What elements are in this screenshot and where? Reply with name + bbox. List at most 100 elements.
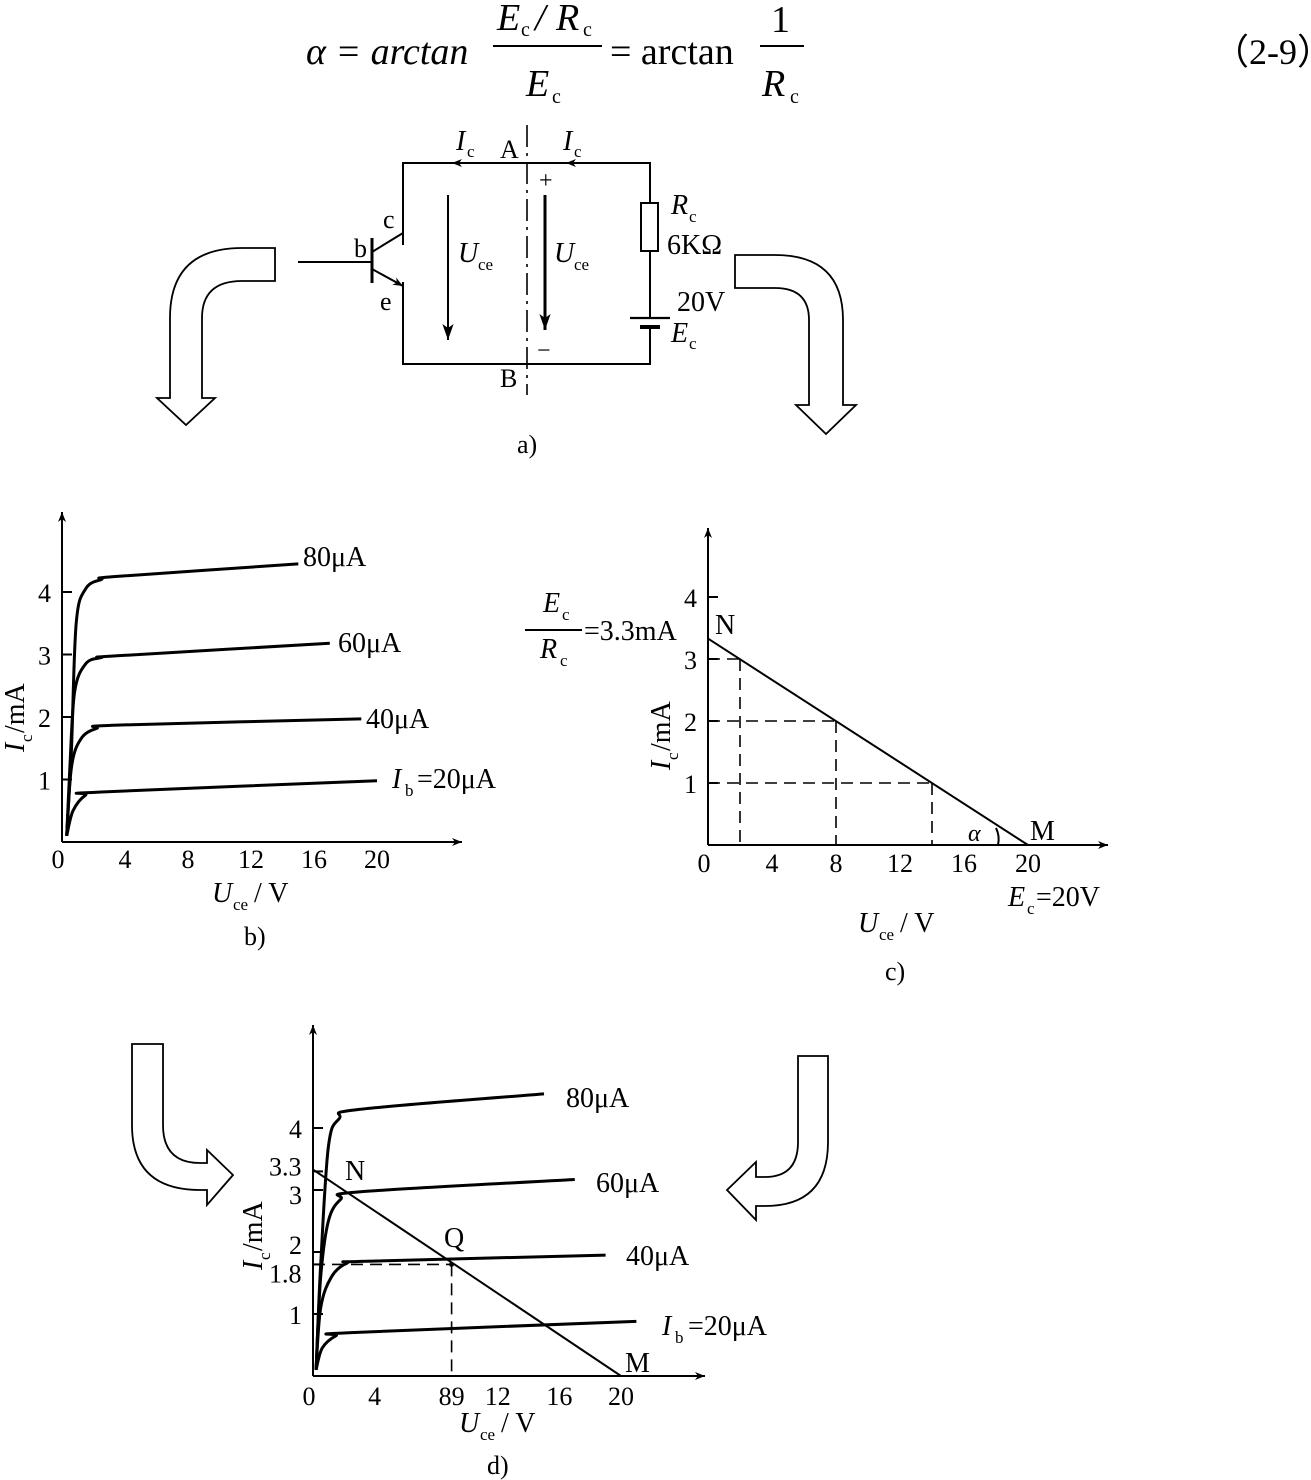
chart-c-ec-e: E <box>1007 882 1025 913</box>
chart-d-ib-label: I <box>661 1311 673 1342</box>
chart-c-y-label-sub: c <box>663 752 682 760</box>
chart-c-frac-r: R <box>539 634 557 665</box>
node-b-label: B <box>500 364 517 393</box>
chart-d-load-line <box>312 1168 622 1377</box>
uce-right-sub: ce <box>574 255 589 274</box>
chart-d-curve-label-40: 40μA <box>626 1241 690 1272</box>
circuit-diagram: I c A I c + − B c b e U ce U ce R c 6KΩ … <box>298 125 725 459</box>
equation-num-r-sub: c <box>583 19 592 41</box>
chart-c-frac-value: =3.3mA <box>584 616 678 647</box>
equation-lhs: α = arctan <box>306 31 468 73</box>
chart-d-curve-label-80: 80μA <box>566 1083 630 1114</box>
chart-d-y-tick-label-5: 4 <box>289 1115 302 1144</box>
chart-d-x-label-unit: / V <box>501 1408 536 1439</box>
chart-b-curve-1 <box>65 641 330 836</box>
ic-left-sub: c <box>467 142 475 161</box>
chart-c-y-tick-label-0: 1 <box>684 770 697 799</box>
chart-d-y-label-sub: c <box>255 1252 274 1260</box>
chart-c-load-line <box>707 637 1029 846</box>
chart-b-ib-sub: b <box>405 781 414 800</box>
chart-c-x-tick-label-1: 4 <box>766 849 779 878</box>
ic-left-label: I <box>455 126 467 157</box>
equation-num-e: E <box>496 0 520 39</box>
chart-d-y-tick-label-2: 2 <box>289 1231 302 1260</box>
equation-den2-r: R <box>761 63 785 105</box>
rc-value: 6KΩ <box>667 230 722 261</box>
rc-label: R <box>670 190 688 221</box>
chart-d-y-label: I c /mA <box>238 1200 274 1271</box>
chart-c-x-tick-label-0: 0 <box>698 849 711 878</box>
chart-b-y-tick-label-2: 3 <box>38 642 51 671</box>
chart-b-curve-3 <box>65 779 378 837</box>
chart-d-x-tick-label-5: 20 <box>608 1382 634 1411</box>
chart-d-q-point <box>449 1261 455 1267</box>
chart-d-curve-label-20: =20μA <box>688 1311 768 1342</box>
chart-b-x-tick-label-0: 0 <box>52 845 65 874</box>
hollow-arrow-bottom-right <box>725 1055 829 1223</box>
chart-d-ib-sub: b <box>675 1328 684 1347</box>
equation-num-e-sub: c <box>521 19 530 41</box>
chart-c-frac-e-sub: c <box>562 605 570 624</box>
equation-2-9: α = arctan E c / R c E c = arctan 1 R c … <box>306 0 1311 108</box>
equation-number: （2-9） <box>1213 32 1311 72</box>
chart-b-curve-label-60: 60μA <box>338 628 402 659</box>
chart-b-x-tick-label-5: 20 <box>364 845 390 874</box>
chart-b-curve-label-40: 40μA <box>366 704 430 735</box>
caption-c: c) <box>885 957 905 986</box>
chart-d-point-n: N <box>345 1156 365 1187</box>
node-a-label: A <box>500 135 519 164</box>
chart-b-curves <box>65 562 378 837</box>
chart-d-x-label-sub: ce <box>480 1425 495 1444</box>
ic-right-sub: c <box>574 142 582 161</box>
uce-right-label: U <box>554 238 576 269</box>
minus-sign: − <box>537 338 551 364</box>
chart-c-frac-r-sub: c <box>560 651 568 670</box>
chart-b-curve-label-80: 80μA <box>303 542 367 573</box>
chart-d-curve-3 <box>314 1319 637 1371</box>
rc-sub: c <box>689 207 697 226</box>
chart-d-x-tick-label-1: 4 <box>368 1382 381 1411</box>
chart-d-y-tick-label-0: 1 <box>289 1301 302 1330</box>
chart-c-y-label-i: I <box>646 759 677 771</box>
chart-c-ec-sub: c <box>1027 899 1035 918</box>
chart-c-y-label: I c /mA <box>646 700 682 771</box>
hollow-arrow-left-down <box>154 247 276 427</box>
chart-d-point-m: M <box>625 1348 650 1379</box>
chart-c-ec-value: =20V <box>1036 882 1100 913</box>
chart-d-x-tick-label-3: 12 <box>485 1382 511 1411</box>
chart-c-y-tick-label-1: 2 <box>684 708 697 737</box>
chart-c-x-label-sub: ce <box>879 925 894 944</box>
pin-b-label: b <box>354 234 367 263</box>
chart-b-x-label-unit: / V <box>254 878 289 909</box>
chart-d-curve-label-60: 60μA <box>596 1168 660 1199</box>
plus-sign: + <box>539 168 553 194</box>
chart-b-x-tick-label-4: 16 <box>301 845 327 874</box>
uce-left-label: U <box>458 238 480 269</box>
chart-d-y-tick-label-1: 1.8 <box>269 1259 302 1288</box>
uce-left-sub: ce <box>478 255 493 274</box>
chart-b-y-label-sub: c <box>17 734 36 742</box>
chart-d-y-tick-label-3: 3 <box>289 1181 302 1210</box>
chart-b-curve-0 <box>65 562 299 836</box>
chart-b-y-tick-label-0: 1 <box>38 767 51 796</box>
chart-c-x-tick-label-2: 8 <box>830 849 843 878</box>
chart-d-point-q: Q <box>444 1223 464 1254</box>
chart-d-curves <box>314 1092 637 1371</box>
chart-d-x-tick-label-2: 89 <box>439 1382 465 1411</box>
chart-d-y-tick-label-4: 3.3 <box>269 1152 302 1181</box>
chart-b-curve-label-20: =20μA <box>417 764 497 795</box>
caption-b: b) <box>244 922 266 951</box>
chart-c-guides <box>708 658 933 845</box>
chart-c-load-line-group <box>707 637 1029 846</box>
chart-c-alpha-arc <box>995 827 1000 846</box>
ec-value: 20V <box>677 287 725 318</box>
equation-den-e-sub: c <box>552 86 561 108</box>
chart-b-x-tick-label-1: 4 <box>119 845 132 874</box>
chart-b-x-label-u: U <box>212 878 234 909</box>
chart-c-x-tick-label-5: 20 <box>1015 849 1041 878</box>
